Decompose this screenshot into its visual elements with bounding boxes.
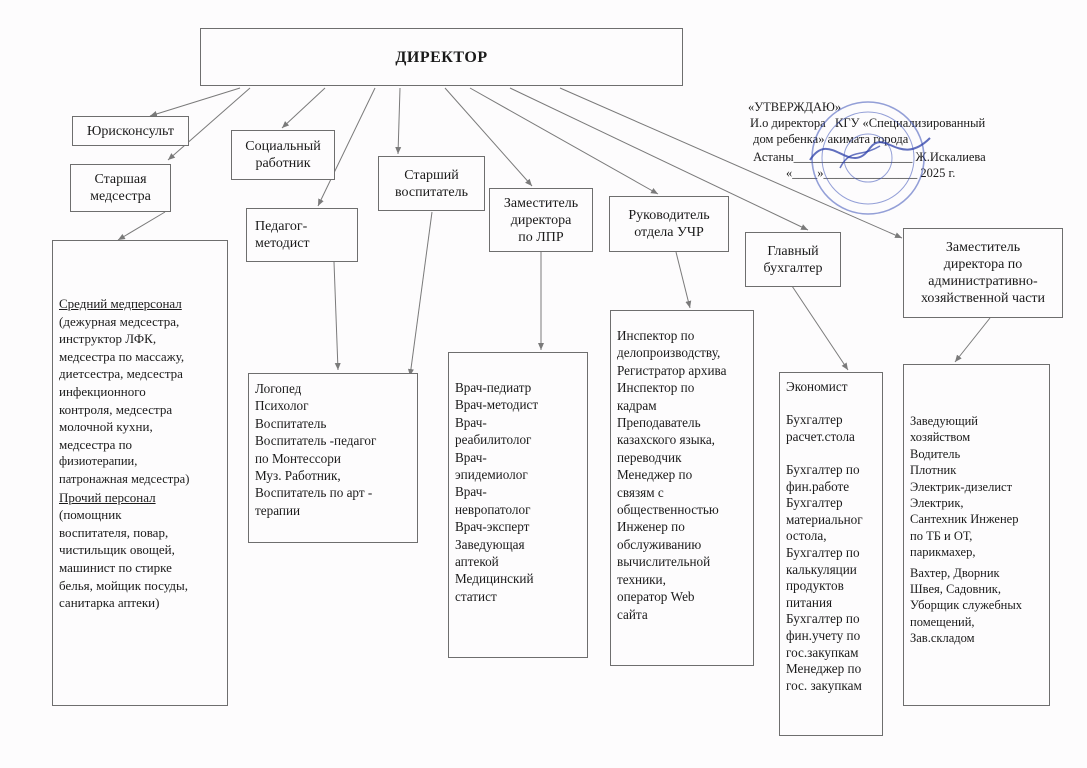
arrow-to-deputy-lpr [444,87,533,187]
deputy-lpr-box: Заместитель директора по ЛПР [489,188,593,252]
arrow-methodist-to-list [333,261,341,371]
methodist-label: Педагог- методист [255,219,310,251]
senior-nurse-box: Старшая медсестра [70,164,171,212]
doctors-list-box: Врач-педиатр Врач-методист Врач- реабили… [448,352,588,658]
accounting-list-box: Экономист Бухгалтер расчет.стола Бухгалт… [779,372,883,736]
medical-staff-body-small: физиотерапии, патронажная медсестра) [59,454,190,486]
arrow-uchr-to-list [675,251,692,309]
social-worker-label: Социальный работник [245,139,321,171]
jurist-box: Юрисконсульт [72,116,189,146]
director-box: ДИРЕКТОР [200,28,683,86]
senior-educator-box: Старший воспитатель [378,156,485,211]
head-uchr-box: Руководитель отдела УЧР [609,196,729,252]
arrow-to-deputy-admin [559,87,903,239]
arrow-accountant-to-list [791,285,849,371]
approval-line5: «____»_______________ 2025 г. [786,166,956,180]
arrow-to-head-uchr [469,87,659,195]
arrow-to-methodist [317,87,376,207]
director-title: ДИРЕКТОР [395,48,488,66]
chief-accountant-label: Главный бухгалтер [763,243,823,276]
official-seal-icon [809,101,931,215]
approval-line1: «УТВЕРЖДАЮ» [748,100,842,114]
head-uchr-label: Руководитель отдела УЧР [628,208,710,240]
arrow-to-senior-educator [395,87,402,155]
other-staff-title: Прочий персонал [59,489,156,505]
arrow-educator-to-list [407,211,433,377]
arrow-to-jurist [149,87,241,117]
chief-accountant-box: Главный бухгалтер [745,232,841,287]
arrow-to-senior-nurse [167,87,251,161]
jurist-label: Юрисконсульт [86,123,175,139]
admin-list-box: Заведующий хозяйством Водитель Плотник Э… [903,364,1050,706]
other-staff-body: (помощник воспитателя, повар, чистильщик… [59,507,188,611]
admin-list-part1: Заведующий хозяйством Водитель Плотник Э… [910,414,1019,560]
approval-line4: Астаны___________________ Ж.Искалиева [750,150,986,164]
senior-nurse-label: Старшая медсестра [90,172,151,204]
arrow-to-social [281,87,326,129]
senior-educator-label: Старший воспитатель [395,167,468,200]
medical-staff-box: Средний медперсонал (дежурная медсестра,… [52,240,228,706]
admin-list-part2: Вахтер, Дворник Швея, Садовник, Уборщик … [910,565,1023,646]
deputy-admin-box: Заместитель директора по административно… [903,228,1063,318]
arrow-to-chief-accountant [509,87,809,231]
arrow-nurse-to-staff [117,211,166,241]
educators-list-box: Логопед Психолог Воспитатель Воспитатель… [248,373,418,543]
medical-staff-title: Средний медперсонал [59,296,182,311]
arrow-admin-to-list [954,317,991,363]
deputy-admin-label: Заместитель директора по административно… [920,240,1046,306]
medical-staff-body: (дежурная медсестра, инструктор ЛФК, мед… [59,313,185,452]
methodist-box: Педагог- методист [246,208,358,262]
social-worker-box: Социальный работник [231,130,335,180]
uchr-list-box: Инспектор по делопроизводству, Регистрат… [610,310,754,666]
deputy-lpr-label: Заместитель директора по ЛПР [503,195,579,245]
